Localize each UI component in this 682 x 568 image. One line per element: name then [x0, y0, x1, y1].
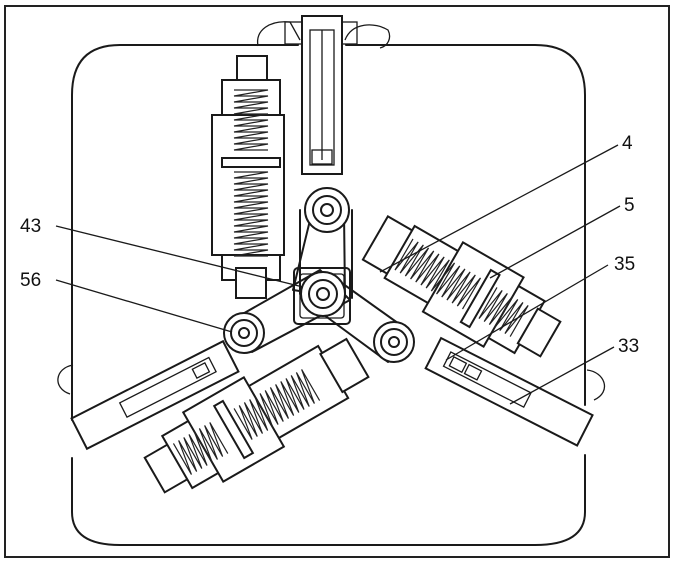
top-rail	[301, 15, 343, 175]
pulley-top	[304, 187, 350, 233]
callout-35: 35	[614, 254, 635, 275]
housing-lower	[71, 454, 586, 546]
leader-4	[379, 144, 619, 273]
pulley-center	[300, 271, 346, 317]
right-side-knob	[586, 369, 606, 401]
leader-5	[489, 205, 621, 279]
callout-5: 5	[624, 195, 635, 216]
right-spring-cylinder	[361, 214, 562, 358]
callout-33: 33	[618, 336, 639, 357]
left-side-knob	[57, 364, 74, 395]
pulley-right	[373, 321, 415, 363]
top-spring-cylinder	[211, 55, 285, 299]
leader-35	[445, 264, 609, 361]
callout-56: 56	[20, 270, 41, 291]
housing-upper	[71, 44, 586, 421]
leader-33	[509, 346, 615, 405]
callout-4: 4	[622, 133, 633, 154]
leader-lines	[55, 144, 621, 405]
pulley-left	[223, 312, 265, 354]
left-slotted-rail	[70, 339, 240, 451]
left-spring-cylinder	[143, 337, 370, 494]
leader-56	[55, 279, 233, 333]
outer-frame	[4, 5, 670, 558]
leader-43	[55, 225, 304, 288]
right-slotted-rail	[424, 336, 594, 447]
callout-43: 43	[20, 216, 41, 237]
